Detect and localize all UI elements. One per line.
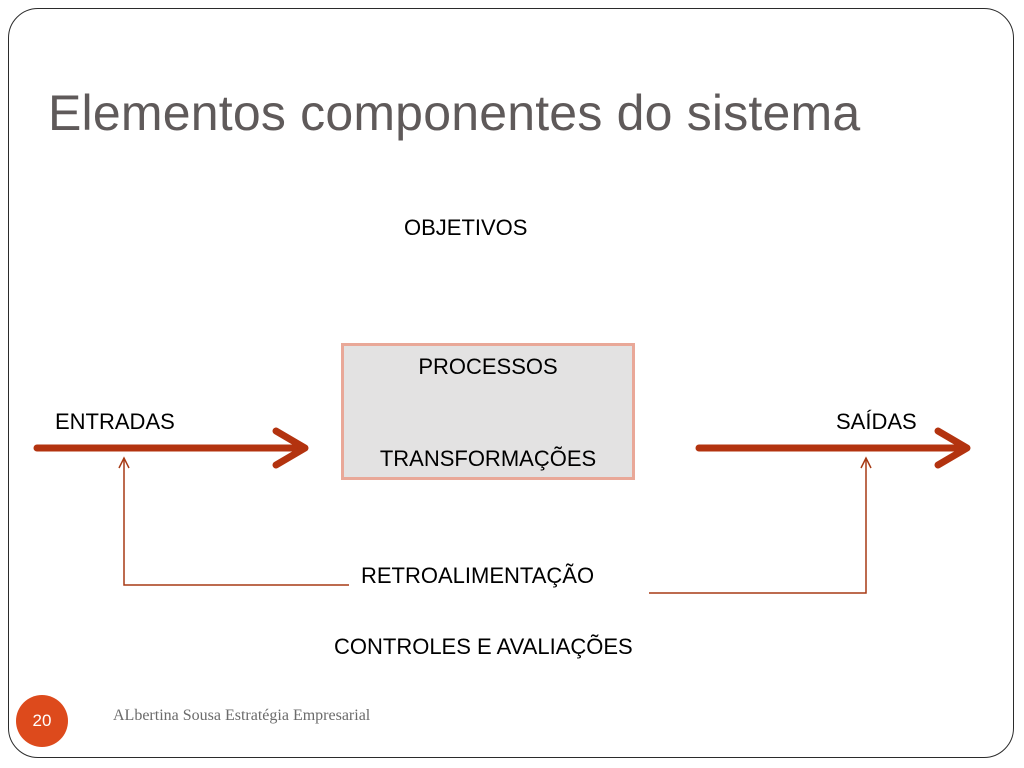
footer-text: ALbertina Sousa Estratégia Empresarial	[113, 707, 371, 724]
outputs-label: SAÍDAS	[836, 409, 917, 434]
process-label: PROCESSOS	[418, 354, 558, 379]
input-arrow	[33, 427, 309, 469]
feedback-label: RETROALIMENTAÇÃO	[361, 563, 595, 588]
objectives-label: OBJETIVOS	[404, 215, 528, 240]
transformations-label: TRANSFORMAÇÕES	[379, 446, 597, 471]
feedback-line-left	[118, 456, 349, 586]
slide-title: Elementos componentes do sistema	[48, 85, 861, 141]
slide-frame	[8, 8, 1014, 758]
process-box: PROCESSOS TRANSFORMAÇÕES	[341, 343, 635, 480]
feedback-line-right	[649, 456, 872, 594]
inputs-label: ENTRADAS	[55, 409, 175, 434]
slide-number: 20	[32, 711, 52, 730]
controls-label: CONTROLES E AVALIAÇÕES	[334, 634, 633, 659]
slide-number-badge: 20	[16, 695, 68, 747]
output-arrow	[695, 427, 971, 469]
